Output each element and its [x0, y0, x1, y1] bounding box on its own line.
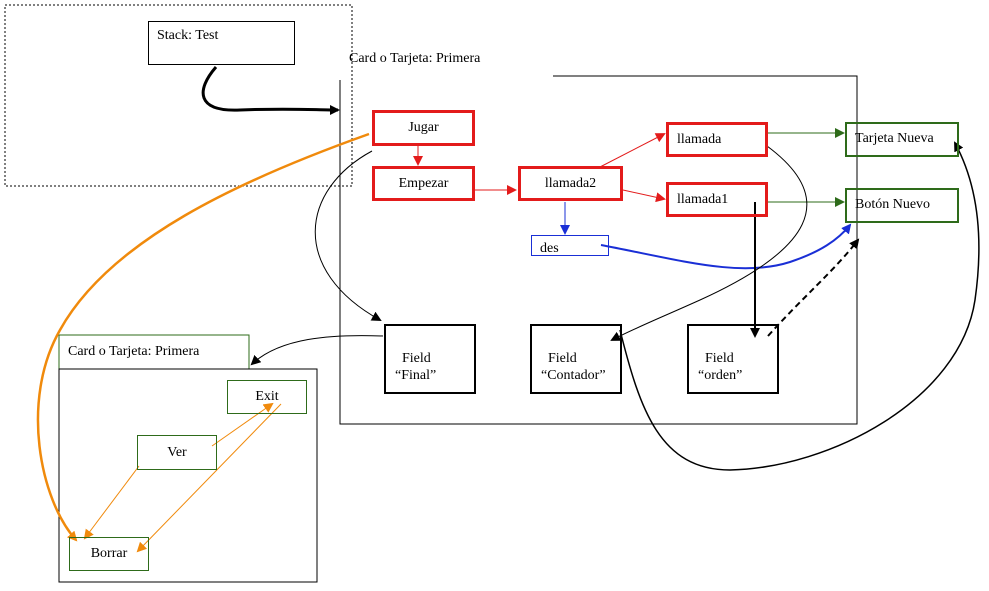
- handler-llamada1[interactable]: llamada1: [666, 182, 768, 217]
- field-final[interactable]: Field “Final”: [384, 324, 476, 394]
- handler-llamada1-label: llamada1: [677, 192, 729, 207]
- target-tarjeta-nueva[interactable]: Tarjeta Nueva: [845, 122, 959, 157]
- button-empezar[interactable]: Empezar: [372, 166, 475, 201]
- button-jugar-label: Jugar: [408, 120, 439, 135]
- arrow-field-orden-boton-nuevo: [767, 238, 860, 337]
- arrow-llamada2-llamada1: [622, 189, 666, 203]
- arrow-stack-to-card: [201, 66, 340, 115]
- handler-llamada2[interactable]: llamada2: [518, 166, 623, 201]
- arrow-exit-borrar: [136, 403, 282, 553]
- button-borrar[interactable]: Borrar: [69, 537, 149, 571]
- target-boton-nuevo-label: Botón Nuevo: [855, 197, 931, 212]
- arrow-ver-exit: [211, 402, 274, 447]
- target-tarjeta-nueva-label: Tarjeta Nueva: [855, 131, 934, 146]
- arrow-des-boton-nuevo: [600, 223, 852, 270]
- field-contador-label: Field “Contador”: [541, 351, 606, 383]
- arrow-jugar-field-final: [314, 150, 382, 321]
- field-orden-label: Field “orden”: [698, 351, 743, 383]
- card-main-title: Card o Tarjeta: Primera: [349, 51, 481, 66]
- handler-llamada[interactable]: llamada: [666, 122, 768, 157]
- arrow-llamada2-llamada: [599, 133, 666, 168]
- field-final-label: Field “Final”: [395, 351, 437, 383]
- card-main-outline: [339, 75, 858, 425]
- field-contador[interactable]: Field “Contador”: [530, 324, 622, 394]
- button-jugar[interactable]: Jugar: [372, 110, 475, 146]
- target-boton-nuevo[interactable]: Botón Nuevo: [845, 188, 959, 223]
- arrow-field-contador-tarjeta-nueva: [619, 141, 980, 471]
- handler-llamada2-label: llamada2: [544, 175, 597, 191]
- button-exit[interactable]: Exit: [227, 380, 307, 414]
- stack-label: Stack: Test: [157, 28, 219, 43]
- handler-des[interactable]: des: [531, 235, 609, 256]
- handler-llamada-label: llamada: [677, 132, 722, 147]
- stack-box[interactable]: Stack: Test: [148, 21, 295, 65]
- button-borrar-label: Borrar: [90, 546, 128, 561]
- button-exit-label: Exit: [255, 389, 279, 404]
- card-secondary-title: Card o Tarjeta: Primera: [68, 344, 200, 359]
- field-orden[interactable]: Field “orden”: [687, 324, 779, 394]
- arrow-field-final-card-secondary: [250, 335, 384, 366]
- handler-des-label: des: [540, 241, 559, 256]
- stack-region: [4, 4, 353, 187]
- arrow-ver-borrar: [83, 465, 140, 540]
- button-empezar-label: Empezar: [398, 175, 449, 191]
- button-ver[interactable]: Ver: [137, 435, 217, 470]
- arrow-jugar-borrar: [36, 132, 370, 542]
- button-ver-label: Ver: [167, 444, 187, 460]
- card-secondary-outline: [58, 368, 318, 583]
- arrow-llamada-field-contador: [610, 145, 808, 341]
